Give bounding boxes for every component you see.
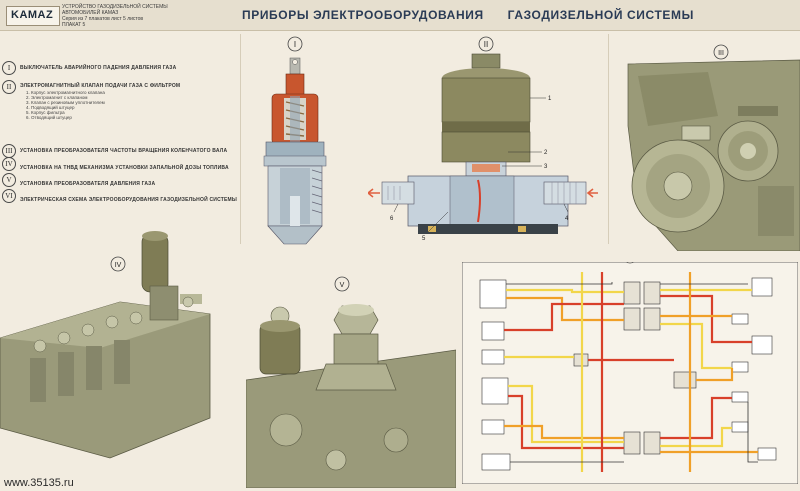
valve-callout: 4 bbox=[565, 216, 569, 222]
figure-2-badge bbox=[478, 36, 494, 52]
figure-2-label: II bbox=[484, 40, 488, 49]
legend-numeral: IV bbox=[2, 157, 16, 171]
title-part-1: ПРИБОРЫ ЭЛЕКТРООБОРУДОВАНИЯ bbox=[242, 8, 484, 22]
figure-6-badge bbox=[625, 262, 635, 264]
legend-item: УСТАНОВКА НА ТНВД МЕХАНИЗМА УСТАНОВКИ ЗА… bbox=[20, 165, 229, 171]
valve-part: 4. Подводящий штуцер bbox=[26, 105, 75, 110]
left-components bbox=[479, 279, 511, 471]
header-line-4: ПЛАКАТ 5 bbox=[62, 22, 86, 28]
valve-part: 6. Отводящий штуцер bbox=[26, 115, 72, 120]
figure-5-label: V bbox=[340, 282, 345, 289]
ground-wires bbox=[506, 282, 758, 463]
figure-1-badge bbox=[287, 36, 303, 52]
kamaz-logo: KAMAZ bbox=[6, 6, 60, 26]
figure-3-badge bbox=[713, 44, 729, 60]
legend-numeral: II bbox=[2, 80, 16, 94]
logo-text: KAMAZ bbox=[11, 9, 54, 21]
gas-outlet-arrow bbox=[368, 188, 380, 198]
legend-item: УСТАНОВКА ПРЕОБРАЗОВАТЕЛЯ ДАВЛЕНИЯ ГАЗА bbox=[20, 181, 156, 187]
figure-3-speed-sensor: III bbox=[627, 44, 800, 251]
header-line-2: АВТОМОБИЛЕЙ КАМАЗ bbox=[62, 10, 119, 16]
header-line-3: Серия из 7 плакатов лист 5 листов bbox=[62, 16, 144, 22]
figure-4-label: IV bbox=[115, 262, 122, 269]
figure-4-fuel-pump: IV bbox=[0, 231, 211, 459]
legend-numeral: III bbox=[2, 144, 16, 158]
figure-2-gas-valve: II 1 2 3 4 5 6 bbox=[368, 36, 598, 242]
valve-part: 2. Электромагнит с клапаном bbox=[26, 95, 88, 100]
figure-3-label: III bbox=[718, 50, 724, 57]
valve-part: 5. Корпус фильтра bbox=[26, 110, 65, 115]
valve-part: 1. Корпус электромагнитного клапана bbox=[26, 90, 105, 95]
valve-callout: 2 bbox=[544, 150, 548, 156]
valve-callout: 3 bbox=[544, 164, 548, 170]
header-bar: KAMAZ УСТРОЙСТВО ГАЗОДИЗЕЛЬНОЙ СИСТЕМЫ А… bbox=[0, 0, 800, 31]
legend-item: ВЫКЛЮЧАТЕЛЬ АВАРИЙНОГО ПАДЕНИЯ ДАВЛЕНИЯ … bbox=[20, 65, 177, 71]
figure-5-pressure-sensor: V bbox=[246, 276, 456, 488]
valve-callout: 5 bbox=[422, 236, 426, 242]
legend-numeral: I bbox=[2, 61, 16, 75]
right-components bbox=[731, 277, 777, 461]
legend-item: ЭЛЕКТРИЧЕСКАЯ СХЕМА ЭЛЕКТРООБОРУДОВАНИЯ … bbox=[20, 197, 238, 203]
figure-1-pressure-switch: I bbox=[263, 36, 327, 245]
watermark-url[interactable]: www.35135.ru bbox=[4, 477, 74, 489]
gas-inlet-arrow bbox=[586, 188, 598, 198]
valve-callout: 6 bbox=[390, 216, 394, 222]
figure-5-badge bbox=[334, 276, 350, 292]
wires bbox=[504, 272, 758, 472]
valve-callout: 1 bbox=[548, 96, 552, 102]
figure-6-wiring-diagram: VI bbox=[462, 262, 798, 484]
title-part-2: ГАЗОДИЗЕЛЬНОЙ СИСТЕМЫ bbox=[507, 8, 694, 22]
divider bbox=[240, 34, 241, 244]
legend-numeral: VI bbox=[2, 189, 16, 203]
figure-1-label: I bbox=[294, 40, 296, 49]
poster-title: ПРИБОРЫ ЭЛЕКТРООБОРУДОВАНИЯ ГАЗОДИЗЕЛЬНОЙ… bbox=[242, 8, 694, 22]
legend-item: УСТАНОВКА ПРЕОБРАЗОВАТЕЛЯ ЧАСТОТЫ ВРАЩЕН… bbox=[20, 148, 228, 154]
divider bbox=[608, 34, 609, 244]
legend-numeral: V bbox=[2, 173, 16, 187]
legend-item: ЭЛЕКТРОМАГНИТНЫЙ КЛАПАН ПОДАЧИ ГАЗА С ФИ… bbox=[20, 83, 181, 89]
valve-part: 3. Клапан с резиновым уплотнителем bbox=[26, 100, 105, 105]
figure-4-badge bbox=[110, 256, 126, 272]
header-line-1: УСТРОЙСТВО ГАЗОДИЗЕЛЬНОЙ СИСТЕМЫ bbox=[62, 4, 168, 10]
